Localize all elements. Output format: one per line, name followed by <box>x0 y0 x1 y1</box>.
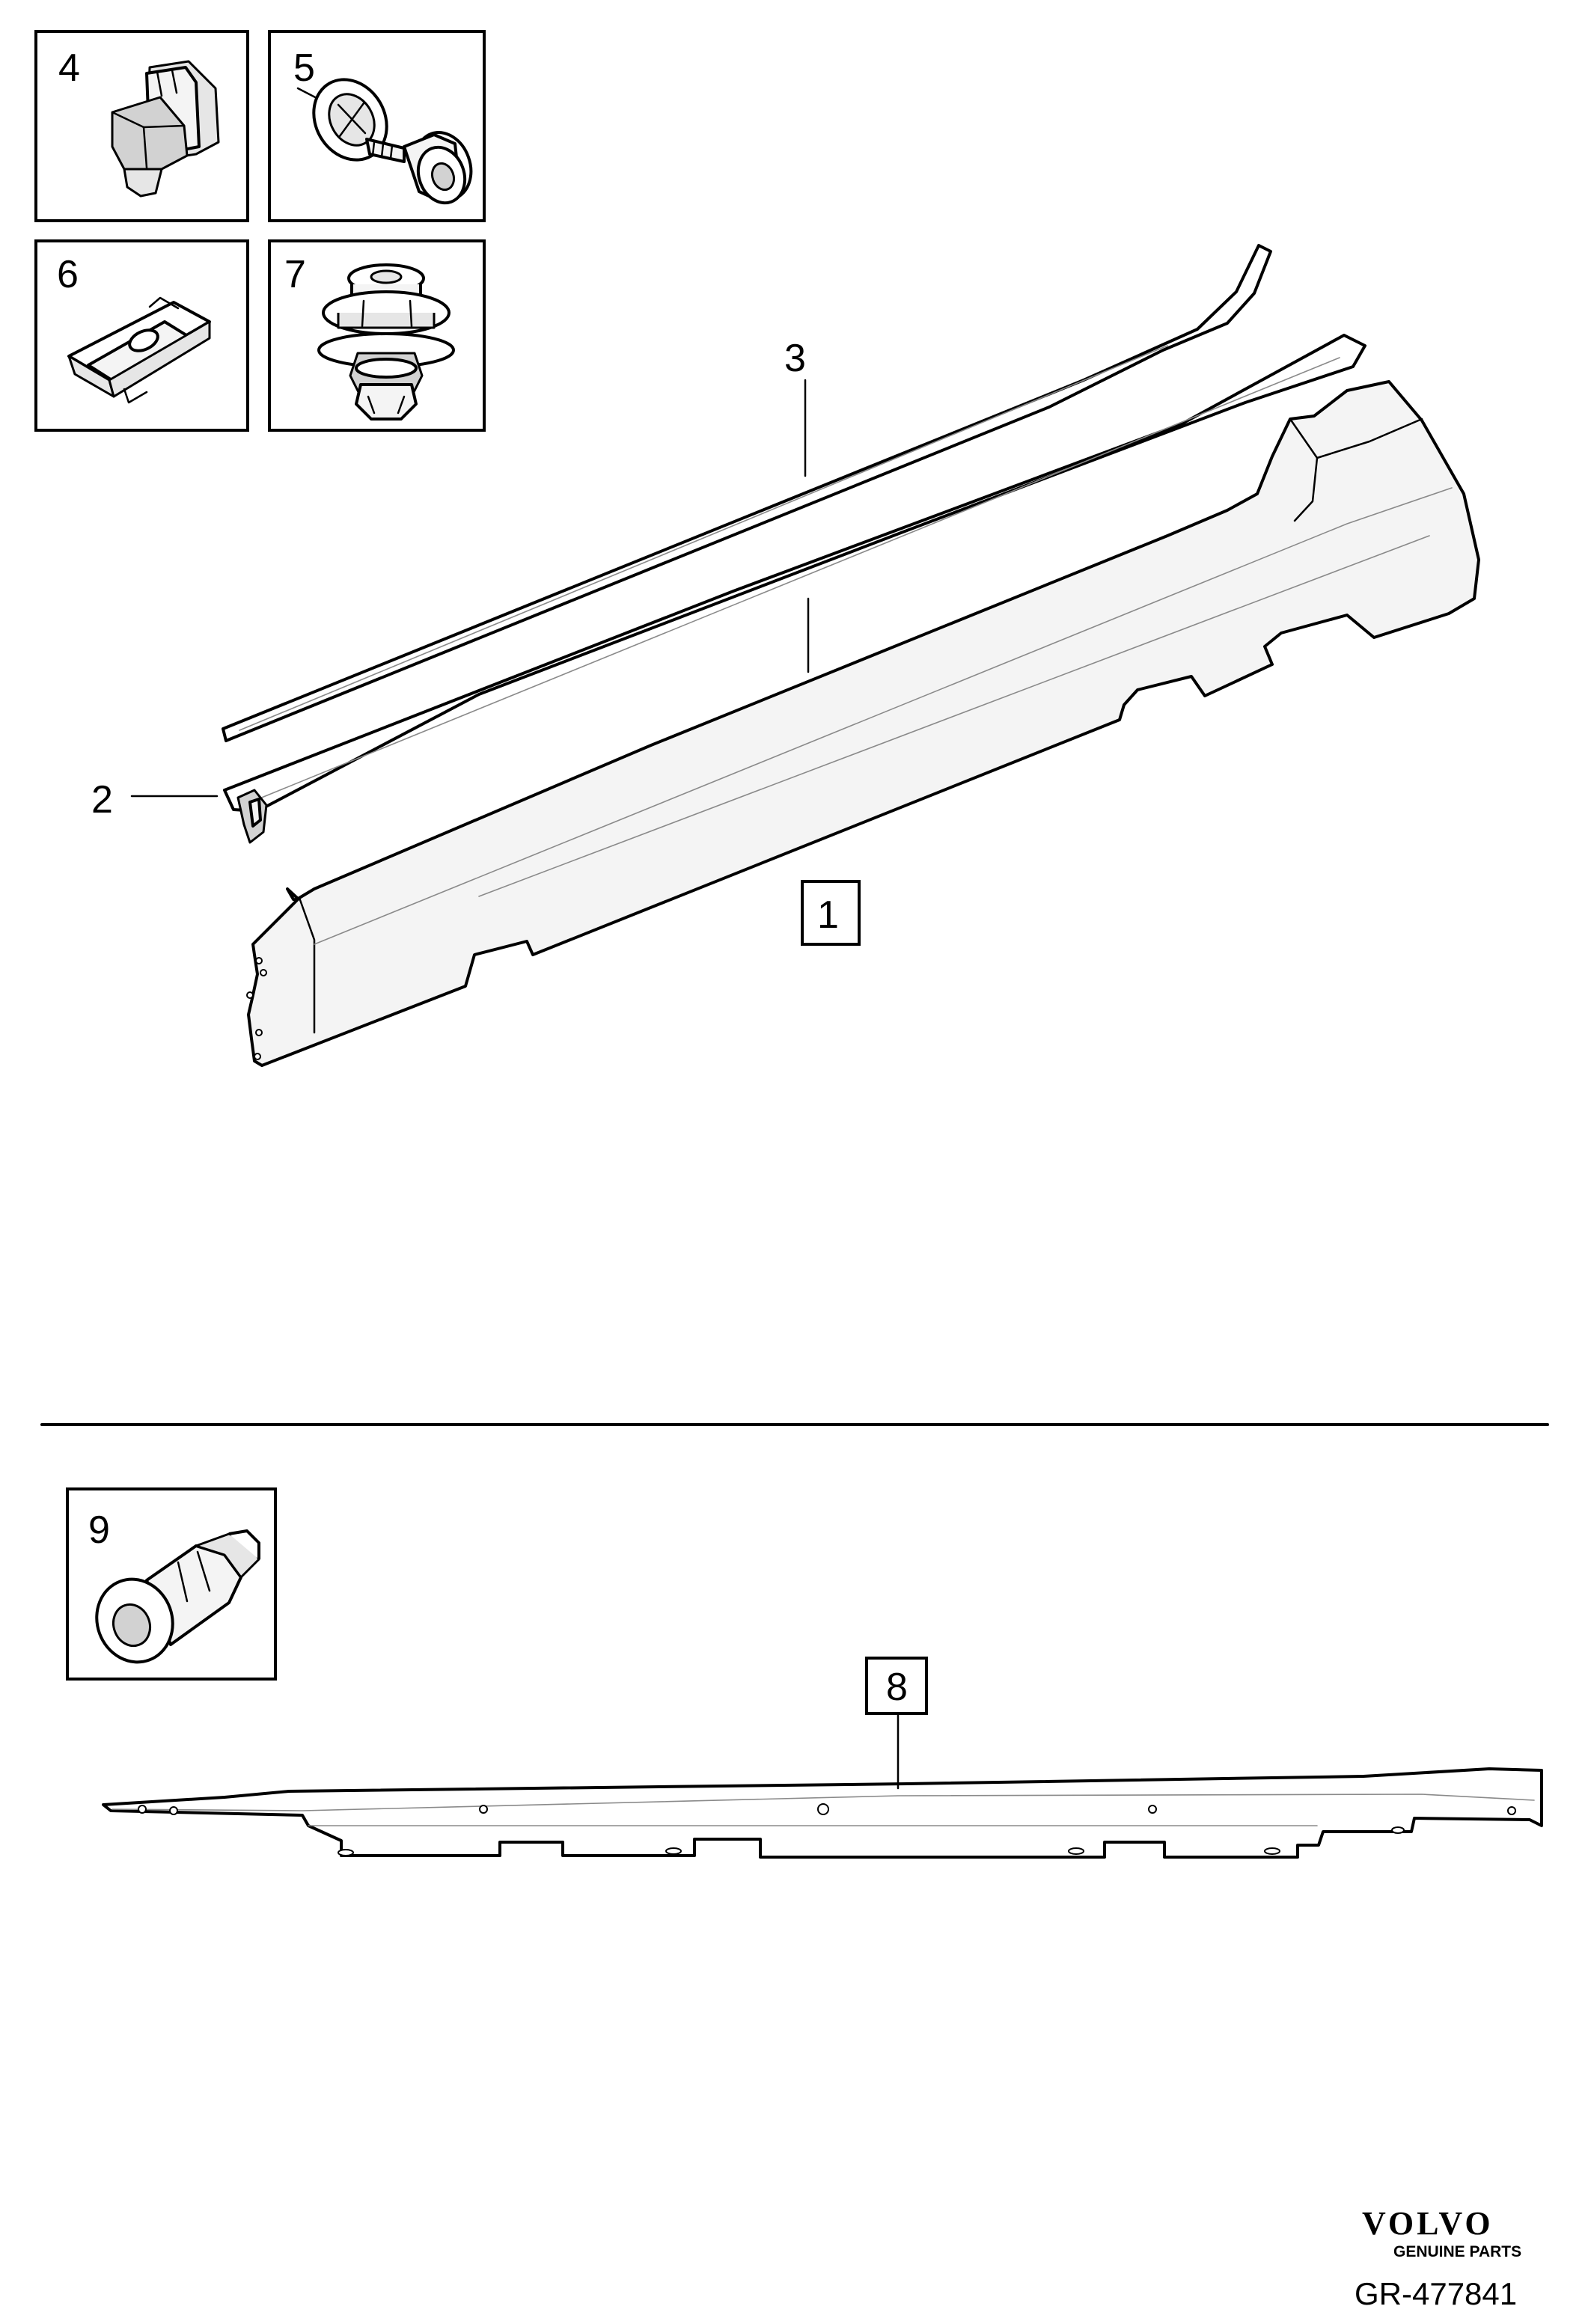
volvo-wordmark: VOLVO <box>1362 2205 1494 2242</box>
leader-lines-main <box>130 379 810 798</box>
callout-1: 1 <box>817 893 839 937</box>
screw-grommet-drawing <box>296 78 473 205</box>
callout-8-box: 8 <box>865 1657 928 1715</box>
volvo-logo: VOLVO GENUINE PARTS <box>1362 2205 1521 2260</box>
genuine-parts-tagline: GENUINE PARTS <box>1393 2243 1521 2260</box>
callout-4: 4 <box>58 46 80 90</box>
part-1-sill-panel <box>246 380 1480 1067</box>
part-2-clip <box>236 789 268 844</box>
callout-2: 2 <box>91 778 113 822</box>
callout-9: 9 <box>88 1508 110 1552</box>
callout-6: 6 <box>57 253 79 296</box>
part-4-inset: 4 <box>34 30 249 222</box>
callout-1-box: 1 <box>801 880 861 946</box>
callout-5: 5 <box>293 46 315 90</box>
callout-8: 8 <box>886 1666 908 1709</box>
plug-bushing-drawing <box>95 1529 260 1664</box>
rivet-clip-drawing <box>317 263 455 421</box>
push-in-clip-drawing <box>111 60 220 198</box>
part-9-inset: 9 <box>66 1487 277 1681</box>
spring-nut-drawing <box>67 296 211 404</box>
callout-3: 3 <box>784 337 806 380</box>
part-3-upper-strip <box>222 244 1272 742</box>
callout-7: 7 <box>284 253 306 296</box>
part-6-inset: 6 <box>34 239 249 432</box>
part-7-inset: 7 <box>268 239 486 432</box>
part-8-under-panel <box>102 1767 1543 1859</box>
diagram-reference-number: GR-477841 <box>1355 2276 1517 2311</box>
part-5-inset: 5 <box>268 30 486 222</box>
